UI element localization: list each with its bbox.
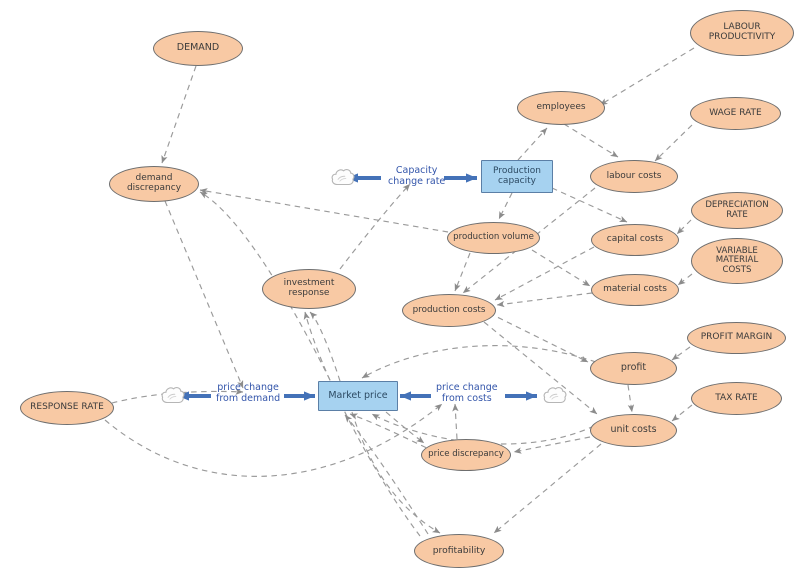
causal-link[interactable] — [599, 47, 695, 106]
node-profitability[interactable]: profitability — [414, 534, 504, 568]
causal-link[interactable] — [671, 346, 691, 361]
causal-link[interactable] — [627, 384, 635, 413]
node-capital-costs[interactable]: capital costs — [591, 224, 679, 256]
node-labour-productivity[interactable]: LABOUR PRODUCTIVITY — [690, 10, 794, 56]
causal-link[interactable] — [493, 443, 602, 534]
causal-link[interactable] — [339, 183, 411, 270]
node-label: profitability — [432, 545, 486, 557]
node-label: material costs — [603, 284, 667, 295]
causal-link[interactable] — [677, 273, 693, 286]
causal-link[interactable] — [517, 127, 548, 161]
node-label: investment response — [283, 278, 335, 298]
cloud-icon — [160, 384, 186, 411]
causal-links — [104, 47, 695, 537]
node-response-rate[interactable]: RESPONSE RATE — [20, 391, 114, 425]
causal-link[interactable] — [351, 411, 441, 534]
causal-link[interactable] — [488, 312, 589, 363]
causal-link[interactable] — [551, 187, 628, 223]
node-production-costs[interactable]: production costs — [402, 294, 496, 327]
node-wage-rate[interactable]: WAGE RATE — [690, 97, 781, 130]
node-label: Production capacity — [493, 165, 541, 186]
flow-label-price-change-from-costs[interactable]: price change from costs — [436, 382, 498, 404]
causal-link[interactable] — [344, 414, 429, 535]
causal-link[interactable] — [164, 200, 244, 389]
node-production-volume[interactable]: production volume — [447, 222, 540, 254]
node-label: price discrepancy — [428, 449, 504, 460]
node-label: labour costs — [606, 170, 662, 181]
causal-link[interactable] — [199, 191, 331, 381]
causal-link[interactable] — [199, 188, 449, 233]
node-profit-margin[interactable]: PROFIT MARGIN — [687, 322, 786, 354]
node-label: TAX RATE — [715, 392, 758, 403]
causal-link[interactable] — [498, 192, 513, 220]
node-demand[interactable]: DEMAND — [153, 31, 243, 66]
node-production-capacity[interactable]: Production capacity — [481, 160, 553, 193]
flow-arrows — [178, 173, 537, 401]
node-label: LABOUR PRODUCTIVITY — [708, 22, 776, 42]
causal-link[interactable] — [361, 345, 597, 379]
node-label: demand discrepancy — [126, 173, 182, 193]
node-label: profit — [620, 362, 647, 374]
causal-link[interactable] — [494, 246, 595, 301]
flow-label-capacity-change-rate[interactable]: Capacity change rate — [388, 165, 446, 187]
causal-link[interactable] — [454, 252, 471, 292]
causal-link[interactable] — [654, 124, 693, 162]
node-demand-discrepancy[interactable]: demand discrepancy — [109, 166, 199, 202]
node-label: Market price — [328, 389, 388, 401]
node-profit[interactable]: profit — [590, 352, 677, 385]
node-label: DEPRECIATION RATE — [705, 200, 769, 220]
cloud-icon — [542, 384, 568, 411]
causal-link[interactable] — [676, 219, 692, 235]
node-variable-material-costs[interactable]: VARIABLE MATERIAL COSTS — [691, 238, 783, 284]
node-label: PROFIT MARGIN — [700, 332, 773, 343]
node-material-costs[interactable]: material costs — [591, 274, 679, 306]
causal-link[interactable] — [531, 249, 591, 287]
cloud-icon — [330, 166, 356, 193]
node-label: RESPONSE RATE — [30, 402, 104, 413]
causal-link[interactable] — [104, 403, 443, 477]
node-unit-costs[interactable]: unit costs — [590, 414, 677, 447]
node-labour-costs[interactable]: labour costs — [590, 160, 678, 193]
node-tax-rate[interactable]: TAX RATE — [691, 382, 782, 415]
node-label: unit costs — [610, 424, 657, 436]
flow-label-price-change-from-demand[interactable]: price change from demand — [216, 382, 281, 404]
causal-link[interactable] — [161, 65, 197, 164]
causal-link[interactable] — [671, 404, 693, 422]
node-label: capital costs — [606, 234, 664, 245]
node-label: VARIABLE MATERIAL COSTS — [715, 246, 759, 275]
causal-link[interactable] — [385, 411, 425, 444]
causal-link[interactable] — [349, 413, 436, 453]
node-market-price[interactable]: Market price — [318, 381, 398, 411]
causal-link[interactable] — [563, 123, 619, 158]
causal-link[interactable] — [309, 311, 341, 382]
node-investment-response[interactable]: investment response — [262, 269, 356, 309]
causal-link[interactable] — [496, 292, 593, 308]
causal-link[interactable] — [303, 311, 421, 537]
node-label: production costs — [412, 304, 486, 315]
node-depreciation-rate[interactable]: DEPRECIATION RATE — [691, 192, 783, 229]
node-employees[interactable]: employees — [517, 91, 605, 125]
node-label: WAGE RATE — [709, 107, 762, 118]
node-label: employees — [536, 102, 586, 113]
node-price-discrepancy[interactable]: price discrepancy — [421, 439, 511, 471]
node-label: production volume — [453, 232, 534, 243]
causal-link[interactable] — [452, 403, 459, 440]
causal-link[interactable] — [483, 321, 598, 415]
node-label: DEMAND — [176, 42, 220, 54]
causal-link[interactable] — [513, 436, 591, 454]
